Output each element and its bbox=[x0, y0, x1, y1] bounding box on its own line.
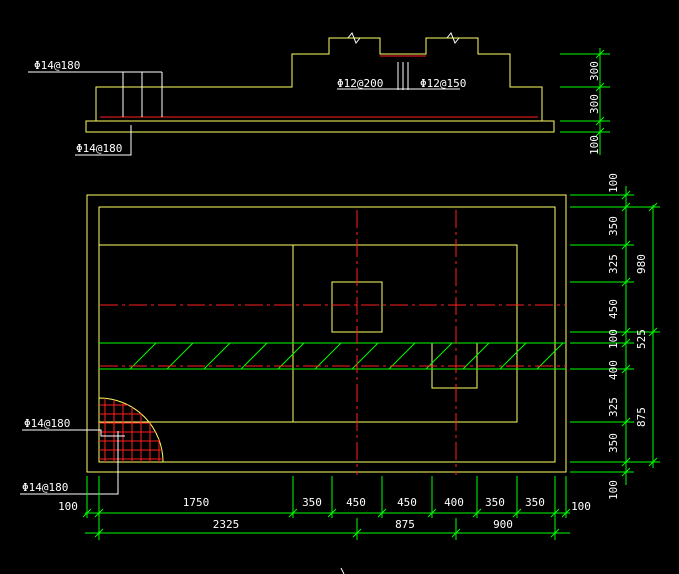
hatch-line bbox=[388, 342, 416, 370]
section-label-top-left: Φ14@180 bbox=[34, 59, 80, 72]
dim-tick bbox=[621, 277, 631, 287]
dim-tick bbox=[352, 528, 362, 538]
plan-bottom-dimensions: 100 1750 350 450 450 400 350 350 100 232… bbox=[58, 476, 591, 540]
hatch-line bbox=[314, 342, 342, 370]
dim-tick bbox=[377, 508, 387, 518]
dim-tick bbox=[595, 116, 605, 126]
dim-text: 350 bbox=[607, 433, 620, 453]
hatch-line bbox=[129, 342, 157, 370]
dim-text: 325 bbox=[607, 254, 620, 274]
hatch-line bbox=[536, 342, 564, 370]
leader-line bbox=[75, 125, 132, 156]
dim-text: 350 bbox=[485, 496, 505, 509]
dim-tick bbox=[472, 508, 482, 518]
dim-tick bbox=[621, 240, 631, 250]
dim-tick bbox=[648, 327, 658, 337]
dim-tick bbox=[595, 127, 605, 137]
dim-tick bbox=[94, 508, 104, 518]
dim-text: 325 bbox=[607, 397, 620, 417]
section-break-mark-1 bbox=[347, 32, 361, 44]
plan-hatched-band bbox=[99, 342, 566, 370]
plan-outer-slab bbox=[86, 194, 567, 473]
hatch-line bbox=[425, 342, 453, 370]
dim-tick bbox=[327, 508, 337, 518]
dim-text: 450 bbox=[346, 496, 366, 509]
right-dim-extensions bbox=[570, 190, 660, 477]
dim-tick bbox=[550, 508, 560, 518]
dim-tick bbox=[451, 528, 461, 538]
hatch-line bbox=[240, 342, 268, 370]
section-label-mid-b: Φ12@150 bbox=[420, 77, 466, 90]
dim-tick bbox=[621, 467, 631, 477]
hatch-line bbox=[203, 342, 231, 370]
dim-text: 980 bbox=[635, 254, 648, 274]
dim-tick bbox=[94, 528, 104, 538]
dim-tick bbox=[621, 457, 631, 467]
dim-text: 100 bbox=[607, 329, 620, 349]
dim-tick bbox=[648, 202, 658, 212]
dim-tick bbox=[595, 82, 605, 92]
dim-tick bbox=[621, 364, 631, 374]
rebar-detail bbox=[98, 397, 164, 463]
section-base-slab bbox=[85, 120, 555, 133]
hatch-line bbox=[351, 342, 379, 370]
dim-text: 875 bbox=[635, 407, 648, 427]
dim-tick bbox=[648, 457, 658, 467]
section-pedestal-outline bbox=[95, 37, 543, 121]
dim-text: 300 bbox=[588, 61, 601, 81]
dim-tick bbox=[621, 190, 631, 200]
hatch-line bbox=[277, 342, 305, 370]
dim-text: 525 bbox=[635, 329, 648, 349]
dim-tick bbox=[561, 508, 571, 518]
plan-pedestal-right bbox=[292, 244, 518, 423]
dim-text: 875 bbox=[395, 518, 415, 531]
bottom-dim-extensions bbox=[82, 476, 571, 540]
dim-text: 350 bbox=[607, 216, 620, 236]
dim-text: 450 bbox=[607, 299, 620, 319]
dim-text: 450 bbox=[397, 496, 417, 509]
stray-mark bbox=[340, 567, 345, 574]
plan-view: Φ14@180 Φ14@180 100 350 325 450 100 400 … bbox=[20, 173, 660, 574]
section-label-mid-a: Φ12@200 bbox=[337, 77, 383, 90]
dim-text: 2325 bbox=[213, 518, 240, 531]
dim-tick bbox=[621, 327, 631, 337]
dim-text: 100 bbox=[588, 135, 601, 155]
dim-text: 350 bbox=[525, 496, 545, 509]
dim-tick bbox=[621, 202, 631, 212]
dim-text: 300 bbox=[588, 94, 601, 114]
dim-tick bbox=[512, 508, 522, 518]
dim-tick bbox=[288, 508, 298, 518]
dim-tick bbox=[550, 528, 560, 538]
callout-leader bbox=[20, 431, 119, 495]
plan-callout-upper: Φ14@180 bbox=[24, 417, 70, 430]
dim-text: 350 bbox=[302, 496, 322, 509]
dim-text: 400 bbox=[607, 360, 620, 380]
hatch-line bbox=[499, 342, 527, 370]
dim-text: 900 bbox=[493, 518, 513, 531]
hatch-lines bbox=[129, 342, 564, 370]
dim-text: 400 bbox=[444, 496, 464, 509]
rebar-grid bbox=[99, 398, 163, 462]
dim-tick bbox=[595, 49, 605, 59]
dim-text: 1750 bbox=[183, 496, 210, 509]
dim-text: 100 bbox=[607, 480, 620, 500]
dim-text: 100 bbox=[571, 500, 591, 513]
section-vertical-dimensions: 300 300 100 bbox=[560, 48, 610, 155]
dim-tick bbox=[427, 508, 437, 518]
plan-callout-lower: Φ14@180 bbox=[22, 481, 68, 494]
section-break-mark-2 bbox=[446, 32, 460, 44]
section-label-bottom-left: Φ14@180 bbox=[76, 142, 122, 155]
hatch-line bbox=[166, 342, 194, 370]
plan-right-dimensions: 100 350 325 450 100 400 325 350 100 980 … bbox=[570, 173, 660, 500]
dim-tick bbox=[82, 508, 92, 518]
dim-tick bbox=[621, 338, 631, 348]
hatch-line bbox=[462, 342, 490, 370]
dim-tick bbox=[621, 417, 631, 427]
dim-text: 100 bbox=[607, 173, 620, 193]
callout-leader bbox=[22, 429, 125, 437]
section-view: Φ14@180 Φ14@180 Φ12@200 Φ12@150 300 300 … bbox=[28, 32, 610, 156]
dim-text: 100 bbox=[58, 500, 78, 513]
